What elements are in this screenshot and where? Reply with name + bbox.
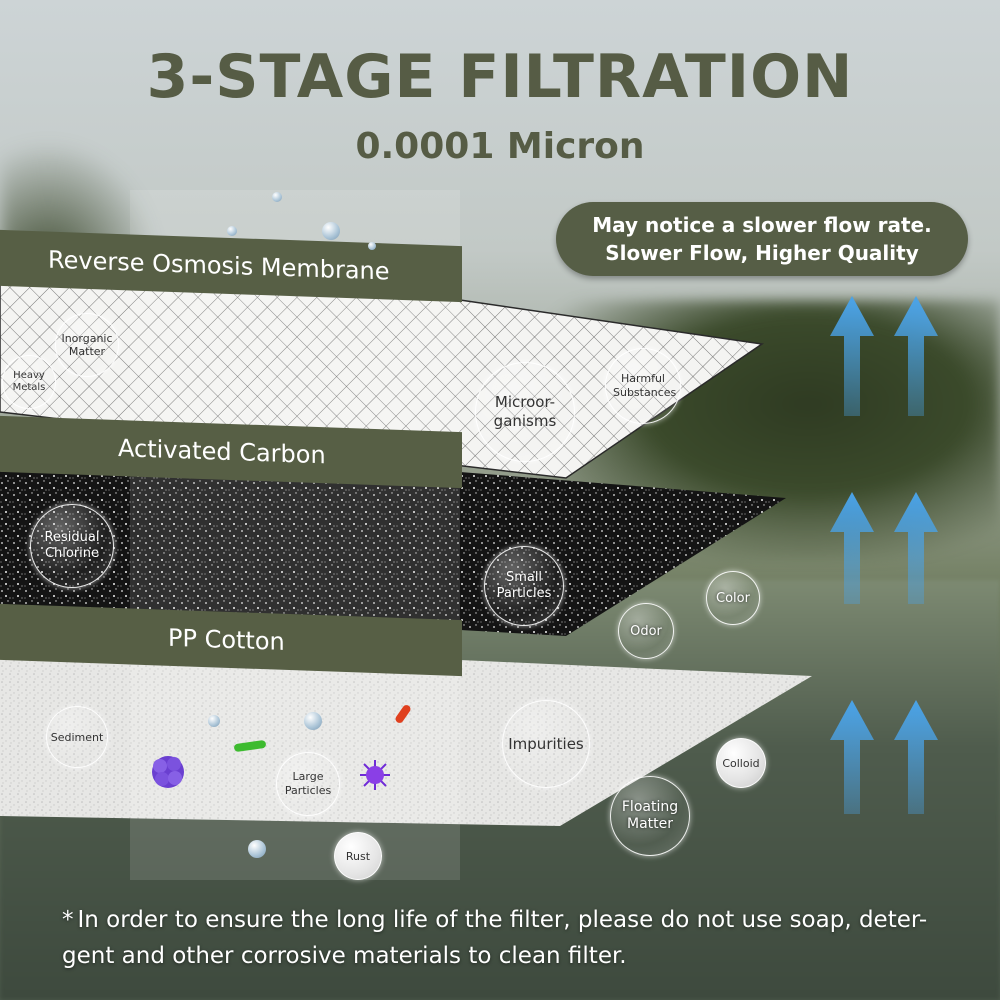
bubble-label: Rust [345, 849, 371, 863]
bubble-heavy-metals: Heavy Metals [2, 355, 56, 409]
bubble-label: Harmful Substances [613, 372, 677, 399]
bacillus-green-icon [234, 740, 266, 752]
bubble-label: Large Particles [284, 770, 332, 797]
water-droplet [322, 222, 340, 240]
bubble-label: Color [716, 590, 750, 606]
bubble-label: Small Particles [496, 570, 552, 601]
arrow-up-icon [894, 700, 938, 814]
bubble-label: Impurities [508, 735, 584, 753]
bacillus-red-icon [395, 705, 411, 723]
bubble-label: Floating Matter [621, 799, 679, 832]
water-droplet [304, 712, 322, 730]
bubble-floating-matter: Floating Matter [610, 776, 690, 856]
arrow-up-icon [830, 700, 874, 814]
bubble-microorganisms: Microor- ganisms [475, 362, 575, 462]
bubble-label: Microor- ganisms [493, 393, 557, 430]
bubble-label: Inorganic Matter [61, 332, 113, 358]
bacteria-cluster-icon [152, 756, 184, 788]
bubble-label: Odor [630, 623, 662, 639]
bubble-small-particles: Small Particles [484, 546, 564, 626]
water-droplet [227, 226, 237, 236]
arrow-up-icon [894, 492, 938, 604]
bubble-rust: Rust [334, 832, 382, 880]
bubble-residual-chlorine: Residual Chlorine [30, 504, 114, 588]
page-title: 3-STAGE FILTRATION [146, 42, 854, 112]
footnote-text: In order to ensure the long life of the … [62, 907, 928, 969]
water-droplet [272, 192, 282, 202]
arrow-up-icon [830, 296, 874, 416]
footnote: *In order to ensure the long life of the… [62, 902, 942, 974]
bubble-harmful-substances: Harmful Substances [605, 348, 681, 424]
bubble-label: Colloid [722, 756, 760, 770]
pp-cotton-layer [0, 652, 812, 826]
bubble-odor: Odor [618, 603, 674, 659]
upward-flow-arrows [830, 296, 938, 814]
notice-line-1: May notice a slower flow rate. [592, 213, 932, 237]
bubble-inorganic-matter: Inorganic Matter [55, 313, 119, 377]
notice-line-2: Slower Flow, Higher Quality [605, 241, 919, 265]
water-droplet [208, 715, 220, 727]
virus-icon [360, 760, 390, 790]
bubble-colloid: Colloid [716, 738, 766, 788]
footnote-marker: * [62, 907, 74, 933]
arrow-up-icon [894, 296, 938, 416]
bubble-label: Heavy Metals [12, 370, 46, 393]
water-droplet [248, 840, 266, 858]
stage-label-ro-membrane: Reverse Osmosis Membrane [48, 245, 390, 286]
stage-label-pp-cotton: PP Cotton [168, 623, 285, 656]
stage-label-activated-carbon: Activated Carbon [118, 434, 326, 470]
bubble-color: Color [706, 571, 760, 625]
water-droplet [368, 242, 376, 250]
bubble-label: Residual Chlorine [44, 530, 100, 561]
bubble-impurities: Impurities [502, 700, 590, 788]
bubble-sediment: Sediment [46, 706, 108, 768]
flow-rate-notice: May notice a slower flow rate. Slower Fl… [556, 202, 968, 276]
bubble-large-particles: Large Particles [276, 752, 340, 816]
page-subtitle: 0.0001 Micron [355, 126, 645, 167]
arrow-up-icon [830, 492, 874, 604]
bubble-label: Sediment [50, 730, 104, 744]
activated-carbon-layer [0, 462, 786, 636]
